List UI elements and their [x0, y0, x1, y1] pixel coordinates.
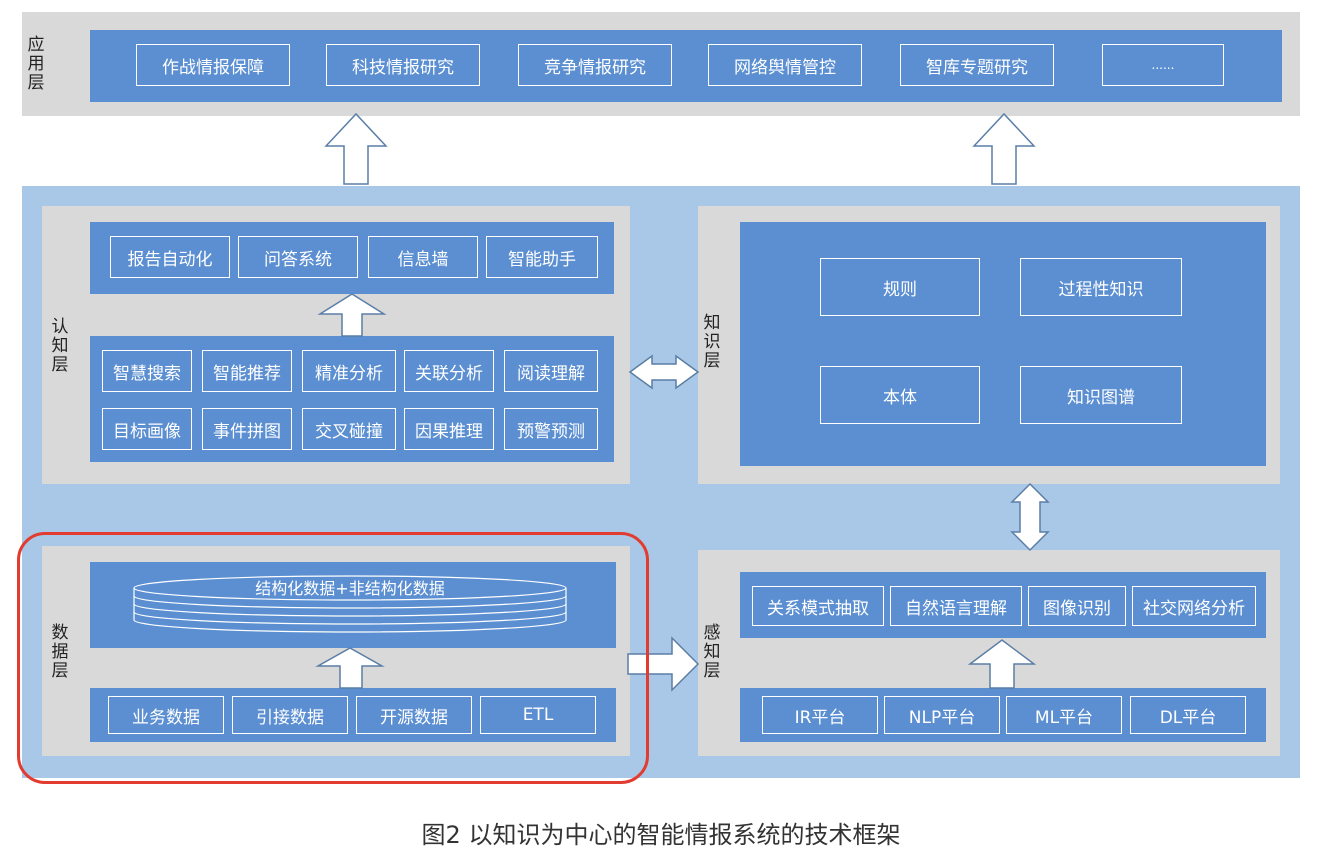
application-layer-label: 应用层 [27, 35, 45, 93]
cog-item-smart-assistant: 智能助手 [486, 236, 598, 278]
knowledge-layer-label: 知识层 [703, 313, 721, 371]
cognition-layer-label: 认知层 [51, 317, 69, 375]
arrow-up-perception-inner-icon [967, 639, 1037, 689]
knowledge-item-ontology: 本体 [820, 366, 980, 424]
arrow-up-cognition-inner-icon [317, 293, 387, 337]
perception-layer-label: 感知层 [703, 623, 721, 681]
application-layer-bar [90, 30, 1282, 102]
app-item-more: ...... [1102, 44, 1224, 86]
knowledge-layer-bar [740, 222, 1266, 466]
data-source-imported: 引接数据 [232, 696, 348, 734]
perception-item-image-recognition: 图像识别 [1028, 586, 1126, 626]
app-item-competitive-intel: 竞争情报研究 [518, 44, 672, 86]
platform-ml: ML平台 [1006, 696, 1122, 734]
cog-item-cross-collision: 交叉碰撞 [302, 408, 396, 450]
data-layer-label: 数据层 [51, 623, 69, 681]
data-source-etl: ETL [480, 696, 596, 734]
figure-caption: 图2 以知识为中心的智能情报系统的技术框架 [421, 821, 901, 849]
arrow-cognition-knowledge-icon [628, 354, 700, 390]
arrow-up-data-inner-icon [315, 647, 385, 689]
arrow-up-knowledge-to-application-icon [972, 112, 1036, 185]
cog-item-info-wall: 信息墙 [368, 236, 478, 278]
arrow-up-cognition-to-application-icon [324, 112, 388, 185]
cognition-top-bar [90, 222, 614, 294]
data-source-business: 业务数据 [108, 696, 224, 734]
platform-nlp: NLP平台 [884, 696, 1000, 734]
perception-item-nlu: 自然语言理解 [890, 586, 1022, 626]
arrow-knowledge-perception-icon [1010, 482, 1050, 552]
database-label: 结构化数据+非结构化数据 [255, 579, 445, 598]
app-item-public-opinion: 网络舆情管控 [708, 44, 862, 86]
cog-item-causal-reasoning: 因果推理 [404, 408, 494, 450]
knowledge-item-knowledge-graph: 知识图谱 [1020, 366, 1182, 424]
perception-top-bar [740, 572, 1266, 638]
data-layer-highlight [17, 532, 649, 784]
flow-arrows [315, 112, 1050, 692]
knowledge-item-rules: 规则 [820, 258, 980, 316]
platform-ir: IR平台 [762, 696, 878, 734]
knowledge-item-procedural: 过程性知识 [1020, 258, 1182, 316]
app-item-combat-intel: 作战情报保障 [136, 44, 290, 86]
cog-item-qa-system: 问答系统 [238, 236, 358, 278]
platform-dl: DL平台 [1130, 696, 1246, 734]
cog-item-smart-recommend: 智能推荐 [202, 350, 292, 392]
cog-item-report-automation: 报告自动化 [110, 236, 230, 278]
cognition-bottom-bar [90, 336, 614, 462]
perception-item-relation-extraction: 关系模式抽取 [752, 586, 884, 626]
arrow-data-to-perception-icon [627, 636, 700, 692]
cog-item-smart-search: 智慧搜索 [102, 350, 192, 392]
cog-item-reading-comprehension: 阅读理解 [504, 350, 598, 392]
cog-item-event-puzzle: 事件拼图 [202, 408, 292, 450]
data-source-open: 开源数据 [356, 696, 472, 734]
cog-item-early-warning: 预警预测 [504, 408, 598, 450]
perception-item-social-network: 社交网络分析 [1132, 586, 1256, 626]
app-item-sci-tech-intel: 科技情报研究 [326, 44, 480, 86]
app-item-think-tank: 智库专题研究 [900, 44, 1054, 86]
cog-item-precise-analysis: 精准分析 [302, 350, 396, 392]
cog-item-target-portrait: 目标画像 [102, 408, 192, 450]
cog-item-relation-analysis: 关联分析 [404, 350, 494, 392]
database-cylinder-icon [133, 575, 567, 633]
